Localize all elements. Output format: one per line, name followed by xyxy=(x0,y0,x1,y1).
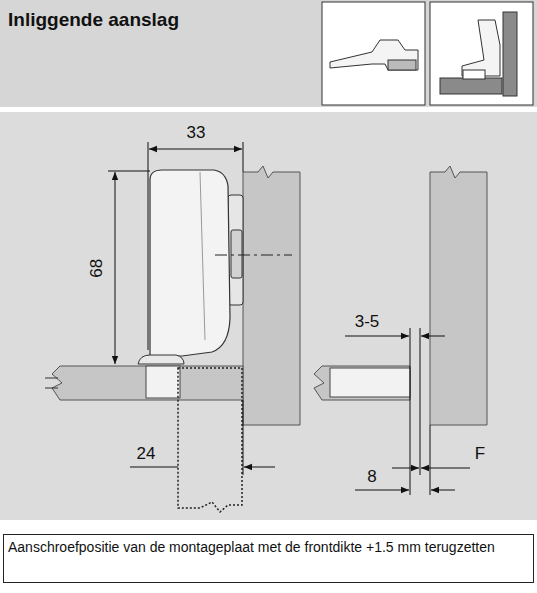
dimension-label: 24 xyxy=(135,445,158,464)
hinge-cup xyxy=(146,366,180,398)
mounting-plate xyxy=(231,230,242,278)
cabinet-side xyxy=(243,166,300,425)
hinge-icon xyxy=(388,60,416,70)
hinge-icon xyxy=(462,20,500,76)
dimension-line xyxy=(130,467,178,468)
dimension-line xyxy=(392,468,419,469)
extension-line xyxy=(243,142,244,172)
door-break xyxy=(45,378,58,379)
icon-box xyxy=(430,2,533,105)
dimension-line xyxy=(149,149,242,150)
dimension-line xyxy=(115,172,116,364)
mounting-plate-position xyxy=(330,368,410,397)
screw-axis xyxy=(215,255,292,256)
dimension-label: F xyxy=(473,445,487,464)
dimension-line xyxy=(431,490,455,491)
caption: Aanschroefpositie van de montageplaat me… xyxy=(8,539,523,557)
caption-box xyxy=(4,535,534,583)
door-icon xyxy=(440,78,502,94)
door-break xyxy=(45,388,58,389)
cabinet-side xyxy=(430,166,487,425)
dimension-label: 68 xyxy=(88,257,107,280)
mounting-plate xyxy=(228,195,243,305)
title: Inliggende aanslag xyxy=(8,10,179,31)
extension-line xyxy=(430,425,431,495)
drawing-ground xyxy=(0,112,537,520)
hinge-icon xyxy=(330,40,418,70)
door-panel xyxy=(52,366,243,400)
extension-line xyxy=(420,328,421,475)
dimension-label: 3-5 xyxy=(353,313,382,332)
hinge-arm xyxy=(200,172,205,340)
extension-line xyxy=(148,142,149,350)
drill-bore xyxy=(178,368,242,512)
dimension-label: 33 xyxy=(185,124,208,143)
door-panel xyxy=(314,366,410,400)
extension-line xyxy=(410,328,411,495)
dimension-line xyxy=(244,467,275,468)
hinge-icon xyxy=(463,70,485,79)
dimension-label: 8 xyxy=(365,468,378,487)
extension-line xyxy=(243,400,244,475)
dimension-line xyxy=(345,336,409,337)
dimension-line xyxy=(355,490,409,491)
icon-box xyxy=(322,2,425,105)
dimension-line xyxy=(421,468,470,469)
header-band xyxy=(0,0,537,107)
extension-line xyxy=(108,171,150,172)
dimension-line xyxy=(421,336,445,337)
hinge-cup-rim xyxy=(138,355,184,364)
panel-icon xyxy=(503,12,517,96)
hinge-arm xyxy=(150,170,230,356)
